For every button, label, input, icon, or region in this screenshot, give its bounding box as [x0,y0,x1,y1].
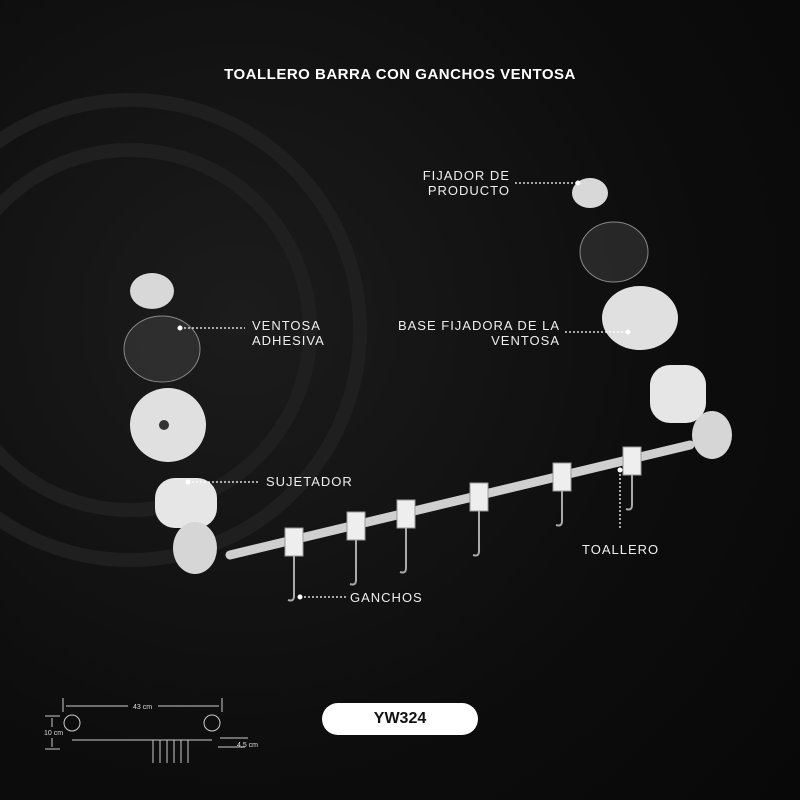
label-ganchos: GANCHOS [350,590,423,605]
label-sujetador: SUJETADOR [266,474,353,489]
towel-bar [225,440,695,560]
dimension-sketch [45,698,248,763]
suction-cup-left [123,315,201,383]
suction-cup-right [579,221,649,283]
fixer-cap-right [572,178,608,208]
watermark-logo [0,93,367,567]
model-badge: YW324 [322,703,478,735]
bracket-left [155,478,217,528]
base-disc-right [602,286,678,350]
label-toallero: TOALLERO [582,542,660,557]
dimension-length: 43 cm [133,704,152,711]
leader-lines [180,182,628,598]
dimension-height: 10 cm [44,730,63,737]
page-title: TOALLERO BARRA CON GANCHOS VENTOSA [224,66,576,83]
dimension-depth: 4,5 cm [237,742,258,749]
hooks [284,446,642,557]
fixer-cap-left [130,273,174,309]
bracket-right [650,365,706,423]
